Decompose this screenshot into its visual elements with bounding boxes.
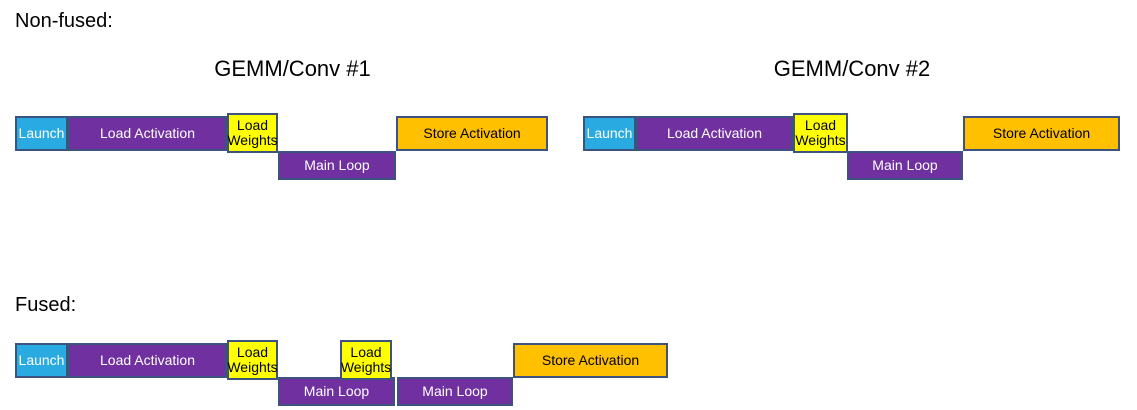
section-label-fused: Fused:	[15, 294, 77, 316]
section-label-non-fused: Non-fused:	[15, 10, 113, 32]
block-main-loop: Main Loop	[278, 377, 395, 406]
block-load-weights: Load Weights	[227, 113, 278, 153]
timeline-title-gemm-conv-1: GEMM/Conv #1	[214, 56, 371, 81]
block-load-activation: Load Activation	[68, 343, 227, 378]
block-store-activation: Store Activation	[513, 343, 668, 378]
block-main-loop: Main Loop	[397, 377, 513, 406]
block-load-activation: Load Activation	[68, 116, 227, 151]
block-launch: Launch	[15, 343, 68, 378]
block-main-loop: Main Loop	[847, 151, 963, 180]
block-store-activation: Store Activation	[396, 116, 548, 151]
block-load-weights: Load Weights	[227, 340, 278, 380]
block-launch: Launch	[583, 116, 636, 151]
block-load-activation: Load Activation	[636, 116, 793, 151]
block-launch: Launch	[15, 116, 68, 151]
block-load-weights: Load Weights	[793, 113, 848, 153]
block-load-weights: Load Weights	[340, 340, 392, 380]
block-main-loop: Main Loop	[278, 151, 396, 180]
block-store-activation: Store Activation	[963, 116, 1120, 151]
timeline-title-gemm-conv-2: GEMM/Conv #2	[773, 56, 931, 81]
